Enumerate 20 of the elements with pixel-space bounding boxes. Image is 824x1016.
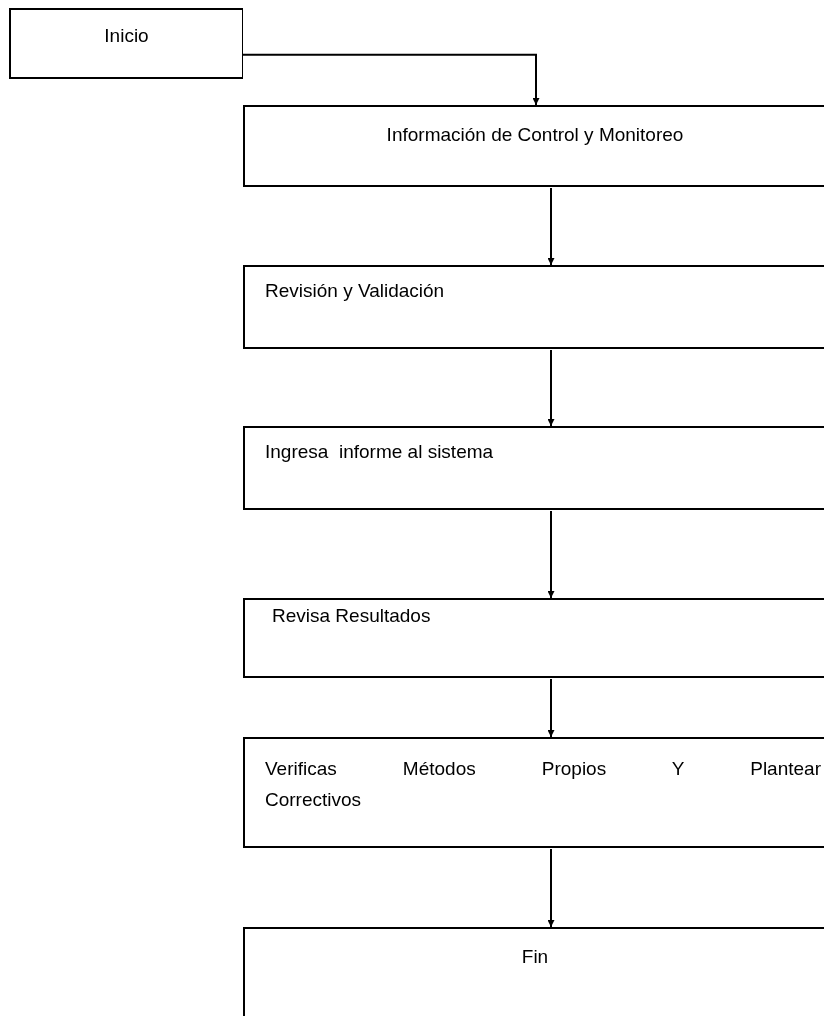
process-box — [243, 927, 824, 1016]
arrow — [547, 510, 555, 599]
step-text: Inicio — [104, 25, 149, 46]
process-box — [243, 265, 824, 349]
arrow — [242, 53, 540, 106]
arrow — [547, 349, 555, 427]
process-box — [243, 426, 824, 510]
process-box — [243, 737, 824, 848]
arrow — [547, 187, 555, 266]
arrow — [547, 848, 555, 928]
step-text: Revisión y Validación — [265, 280, 445, 301]
step-text: Ingresa informe al sistema — [265, 441, 494, 462]
step-text: Fin — [521, 946, 549, 967]
step-text: Verificas Métodos Propios Y Plantear Correctivos — [265, 758, 822, 810]
step-text: Revisa Resultados — [272, 605, 431, 626]
process-box — [243, 105, 824, 187]
process-box — [243, 598, 824, 678]
arrow — [547, 678, 555, 738]
process-box — [9, 8, 243, 79]
step-text: Información de Control y Monitoreo — [386, 124, 684, 145]
